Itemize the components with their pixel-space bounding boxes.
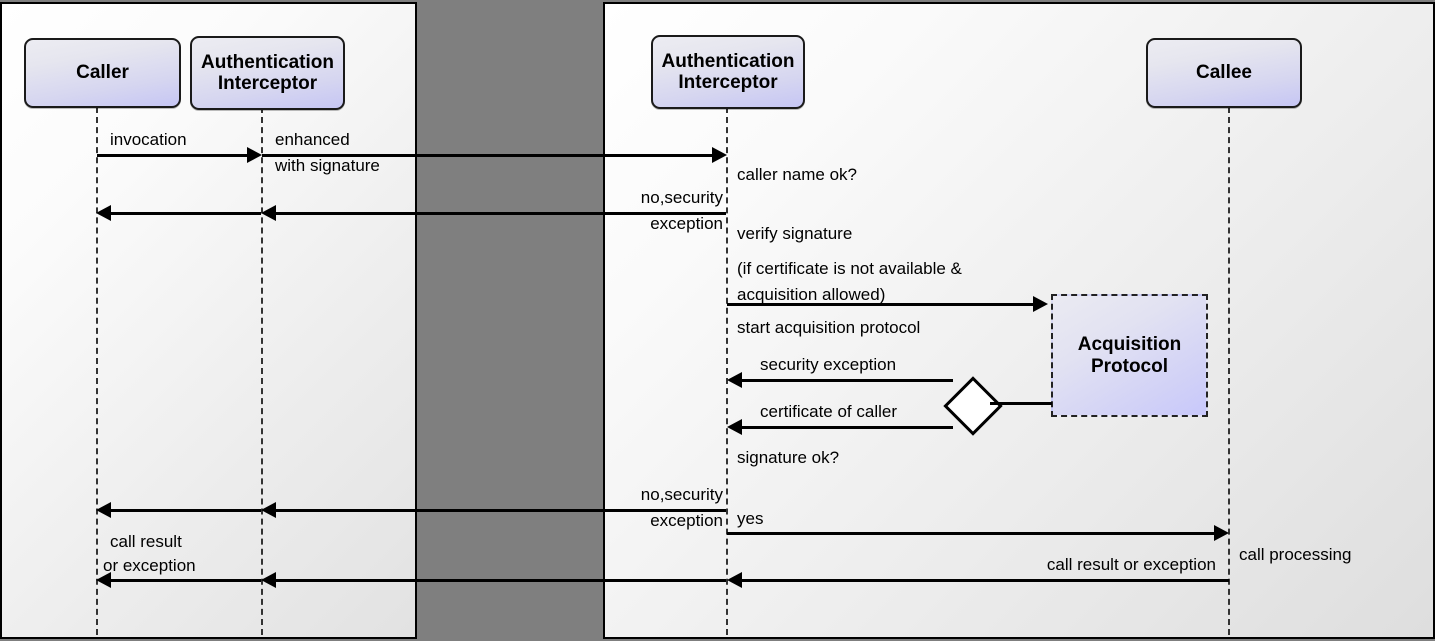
arrow-security-exception: [742, 379, 953, 382]
lifeline-callee: [1228, 107, 1230, 635]
actor-interceptor-right-line1: Authentication: [661, 50, 795, 72]
fragment-acquisition-line1: Acquisition: [1077, 333, 1182, 355]
arrowhead-call-result-caller: [96, 572, 111, 588]
arrowhead-enhanced-with-signature: [712, 147, 727, 163]
label-call-result-line2: or exception: [103, 556, 196, 575]
arrow-no-security-exception-2-right: [276, 509, 726, 512]
lifeline-interceptor-right: [726, 107, 728, 635]
fragment-acquisition-line2: Protocol: [1090, 355, 1169, 377]
arrow-no-security-exception-1-right: [276, 212, 726, 215]
label-verify-signature: verify signature: [737, 224, 853, 243]
arrowhead-security-exception: [727, 372, 742, 388]
lifeline-caller: [96, 107, 98, 635]
lifeline-interceptor-left: [261, 107, 263, 635]
arrowhead-no-security-exception-1-caller: [96, 205, 111, 221]
label-no-security-exception-1-line2: exception: [650, 214, 723, 233]
arrowhead-call-result-or-exception-right: [727, 572, 742, 588]
fragment-acquisition-protocol-label: Acquisition Protocol: [1078, 334, 1181, 378]
label-certificate-of-caller: certificate of caller: [760, 402, 897, 421]
label-enhanced-line2: with signature: [275, 156, 380, 175]
arrowhead-start-acquisition-protocol: [1033, 296, 1048, 312]
arrow-call-result-or-exception-right: [742, 579, 1229, 582]
arrow-start-acquisition-protocol: [727, 303, 1033, 306]
actor-interceptor-left-label: Authentication Interceptor: [201, 52, 334, 95]
arrowhead-no-security-exception-2-caller: [96, 502, 111, 518]
actor-callee[interactable]: Callee: [1146, 38, 1302, 108]
actor-interceptor-right[interactable]: Authentication Interceptor: [651, 35, 805, 109]
label-signature-ok: signature ok?: [737, 448, 840, 467]
actor-interceptor-left-line2: Interceptor: [217, 73, 318, 94]
fragment-acquisition-protocol[interactable]: Acquisition Protocol: [1051, 294, 1208, 417]
actor-interceptor-right-label: Authentication Interceptor: [662, 51, 795, 94]
label-if-certificate-line1: (if certificate is not available &: [737, 259, 962, 278]
arrowhead-invocation: [247, 147, 262, 163]
arrow-invocation: [97, 154, 247, 157]
arrow-call-result-cross-gap: [276, 579, 726, 582]
arrow-no-security-exception-1-left: [111, 212, 261, 215]
arrow-call-result-left: [111, 579, 261, 582]
label-no-security-exception-2-line2: exception: [650, 511, 723, 530]
arrowhead-certificate-of-caller: [727, 419, 742, 435]
label-yes: yes: [737, 509, 764, 528]
actor-callee-label: Callee: [1196, 62, 1252, 84]
actor-interceptor-right-line2: Interceptor: [678, 72, 778, 93]
label-security-exception: security exception: [760, 355, 897, 374]
arrowhead-no-security-exception-1-mid: [261, 205, 276, 221]
label-start-acquisition-protocol: start acquisition protocol: [737, 318, 921, 337]
connector-diamond-to-acquisition: [990, 402, 1052, 405]
label-caller-name-ok: caller name ok?: [737, 165, 858, 184]
label-enhanced-line1: enhanced: [275, 130, 350, 149]
arrow-certificate-of-caller: [742, 426, 953, 429]
arrow-enhanced-with-signature: [262, 154, 717, 157]
actor-interceptor-left-line1: Authentication: [201, 51, 334, 73]
label-call-result-line1: call result: [110, 532, 182, 551]
arrowhead-no-security-exception-2-mid: [261, 502, 276, 518]
actor-interceptor-left[interactable]: Authentication Interceptor: [190, 36, 345, 110]
arrow-yes: [727, 532, 1214, 535]
label-no-security-exception-1-line1: no,security: [640, 188, 723, 207]
label-call-processing: call processing: [1239, 545, 1352, 564]
arrowhead-yes: [1214, 525, 1229, 541]
arrowhead-call-result-mid: [261, 572, 276, 588]
label-call-result-or-exception-right: call result or exception: [1046, 555, 1216, 574]
label-no-security-exception-2-line1: no,security: [640, 485, 723, 504]
actor-caller-label: Caller: [76, 62, 129, 84]
label-invocation: invocation: [110, 130, 187, 149]
arrow-no-security-exception-2-left: [111, 509, 261, 512]
actor-caller[interactable]: Caller: [24, 38, 181, 108]
label-if-certificate-line2: acquisition allowed): [737, 285, 886, 304]
